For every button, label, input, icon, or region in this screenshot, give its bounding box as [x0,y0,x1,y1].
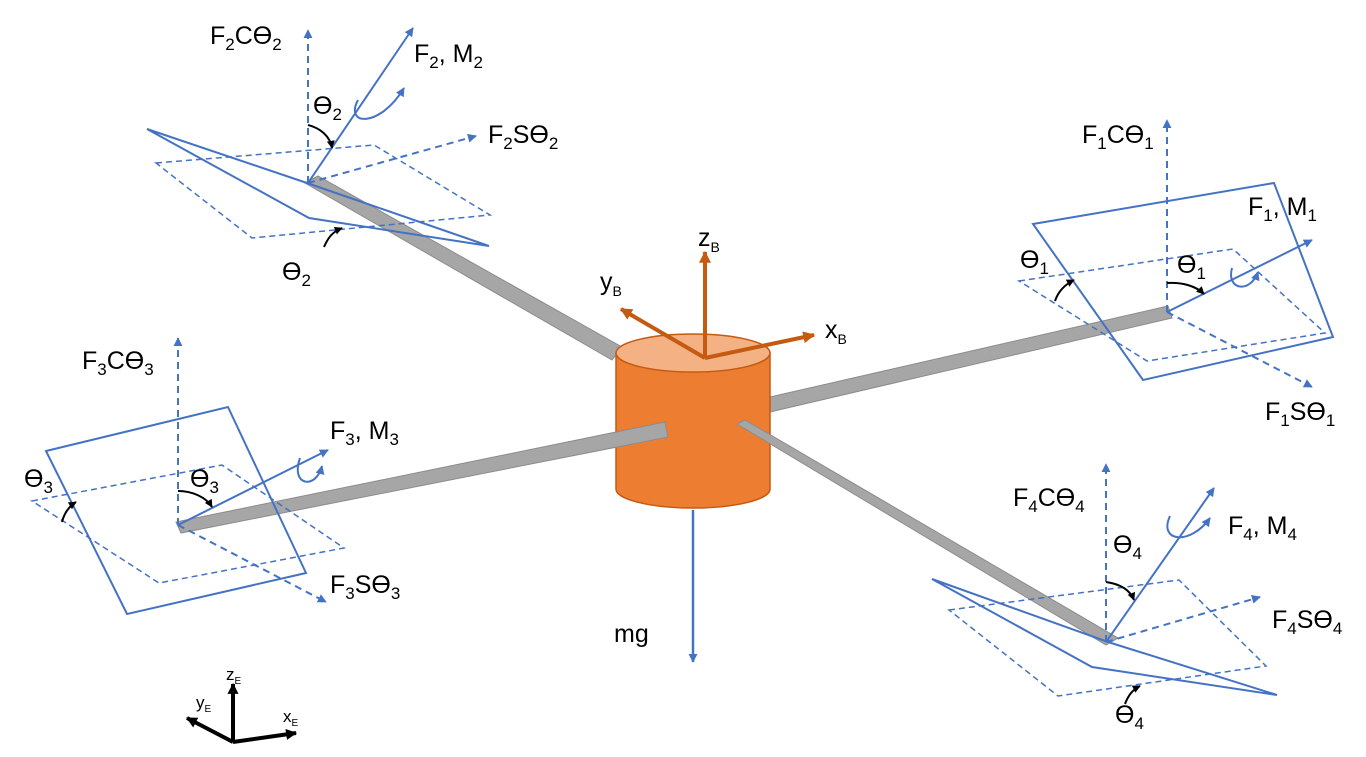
earth-z-label: zE [226,665,242,687]
rotor-4: F4Cϴ4 F4, M4 F4Sϴ4 ϴ4 ϴ4 [931,463,1342,733]
rotor-3-angle-top-label: ϴ3 [190,465,219,497]
rotor-3-thrust-arrow [177,449,329,526]
rotor-3-reference-plane [30,464,346,584]
rotor-4-horizontal-force-arrow [1105,594,1261,643]
gravity-label: mg [614,620,649,648]
rotor-4-moment-icon [1166,515,1211,539]
body-y-axis [619,307,707,360]
body-x-axis [704,331,816,360]
rotor-3-angle-arc-icon [177,490,213,508]
rotor-1-reference-plane [1016,248,1327,362]
earth-y-label: yE [196,693,212,715]
rotor-2-horizontal-force-label: F2Sϴ2 [488,121,558,153]
body-z-label: zB [698,224,720,255]
rotor-4-thrust-arrow [1105,487,1215,643]
rotor-3-horizontal-force-arrow [177,524,327,603]
rotor-1-thrust-arrow [1166,239,1313,313]
earth-x-label: xE [283,707,299,729]
rotor-2-vertical-force-label: F2Cϴ2 [210,22,282,54]
rotor-4-vertical-force-label: F4Cϴ4 [1013,484,1085,516]
rotor-1: F1Cϴ1 F1, M1 F1Sϴ1 ϴ1 ϴ1 [1016,119,1335,430]
rotor-1-angle-side-label: ϴ1 [1020,246,1049,278]
cylinder-side [615,352,771,509]
earth-y-axis [186,716,234,744]
rotor-1-side-angle-arc-icon [1054,279,1075,302]
rotor-4-reference-plane [947,579,1268,697]
rotor-1-horizontal-force-arrow [1166,311,1313,388]
arm-rotor-3 [175,421,669,534]
rotor-3-angle-side-label: ϴ3 [24,465,53,497]
rotor-4-thrust-label: F4, M4 [1228,512,1297,544]
rotor-2-thrust-label: F2, M2 [414,40,483,72]
front-arms [175,419,1119,646]
rotor-3-vertical-force-label: F3Cϴ3 [82,347,154,379]
earth-frame-axes: zE xE yE [186,665,299,744]
earth-x-axis [232,728,298,744]
rotor-4-horizontal-force-label: F4Sϴ4 [1272,606,1342,638]
rotor-2-tilted-plane [146,128,490,247]
rotor-2-angle-arc-icon [307,124,335,149]
body-x-label: xB [825,316,847,347]
rotor-1-vertical-force-label: F1Cϴ1 [1082,121,1154,153]
arm-rotor-4 [735,419,1119,646]
rotor-1-moment-icon [1230,267,1260,288]
rotor-3-horizontal-force-label: F3Sϴ3 [330,571,400,603]
rotor-2-moment-icon [353,87,405,120]
rotor-4-tilted-plane [931,578,1278,696]
rotor-3-moment-icon [296,457,325,483]
rotor-4-side-angle-arc-icon [1124,685,1141,705]
rotor-2-side-angle-arc-icon [323,226,343,248]
rotor-2: F2Cϴ2 F2, M2 F2Sϴ2 ϴ2 ϴ2 [146,22,558,290]
rotor-1-tilted-plane [1031,181,1335,382]
rotor-2-reference-plane [154,144,493,239]
rotor-3-thrust-label: F3, M3 [330,417,399,449]
rotor-1-angle-top-label: ϴ1 [1177,251,1206,283]
rotor-3-side-angle-arc-icon [61,501,77,523]
rotor-4-angle-side-label: ϴ4 [1115,701,1144,733]
body-y-label: yB [600,268,622,299]
gravity-force: mg [614,510,698,663]
rotor-3: F3Cϴ3 F3, M3 F3Sϴ3 ϴ3 ϴ3 [24,337,400,616]
rotor-2-horizontal-force-arrow [307,133,477,184]
rotor-2-angle-top-label: ϴ2 [313,92,342,124]
rotor-1-horizontal-force-label: F1Sϴ1 [1265,398,1335,430]
rotor-2-angle-side-label: ϴ2 [282,258,311,290]
rotor-4-angle-arc-icon [1105,581,1136,601]
rotor-2-thrust-arrow [307,27,414,184]
rotor-1-angle-arc-icon [1166,281,1205,295]
rotor-3-tilted-plane [44,405,308,616]
rotor-4-angle-top-label: ϴ4 [1113,531,1142,563]
body-frame-axes: zB xB yB [600,224,847,360]
rotor-1-thrust-label: F1, M1 [1248,193,1317,225]
arm-rotor-2 [303,175,623,361]
